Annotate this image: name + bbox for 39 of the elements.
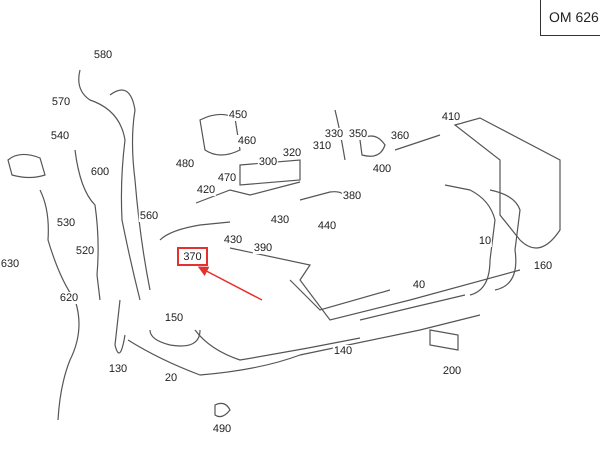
callout-number: 570: [50, 96, 72, 108]
callout-number: 410: [440, 111, 462, 123]
callout-number: 380: [342, 190, 362, 202]
callout-number: 420: [196, 184, 216, 196]
engine-code-box: OM 626: [540, 0, 600, 36]
part-number-highlight: 370: [177, 247, 208, 266]
callout-number: 130: [108, 363, 128, 375]
callout-number: 560: [138, 210, 160, 222]
callout-number: 490: [212, 423, 232, 435]
callout-number: 620: [58, 292, 80, 304]
callout-number: 600: [90, 166, 110, 178]
callout-number: 140: [332, 345, 354, 357]
callout-number: 200: [442, 365, 462, 377]
callout-number: 520: [74, 245, 96, 257]
callout-number: 530: [56, 217, 76, 229]
callout-number: 430: [222, 234, 244, 246]
callout-number: 470: [216, 172, 238, 184]
callout-number: 450: [228, 109, 248, 121]
callout-number: 40: [412, 279, 426, 291]
arrow: [198, 266, 262, 301]
callout-number: 320: [282, 147, 302, 159]
callout-number: 10: [478, 235, 492, 247]
callout-number: 360: [390, 130, 410, 142]
callout-number: 350: [348, 128, 368, 140]
callout-number: 480: [174, 158, 196, 170]
callout-number: 430: [270, 214, 290, 226]
callout-number: 300: [258, 156, 278, 168]
callout-number: 160: [532, 260, 554, 272]
callout-number: 540: [50, 130, 70, 142]
callout-number: 400: [372, 163, 392, 175]
callout-number: 330: [324, 128, 344, 140]
callout-number: 310: [312, 140, 332, 152]
callout-number: 580: [92, 49, 114, 61]
callout-number: 20: [164, 372, 178, 384]
callout-number: 460: [236, 135, 258, 147]
callout-number: 150: [164, 312, 184, 324]
callout-number: 440: [316, 220, 338, 232]
callout-number: 630: [0, 258, 20, 270]
callout-number: 390: [252, 242, 274, 254]
